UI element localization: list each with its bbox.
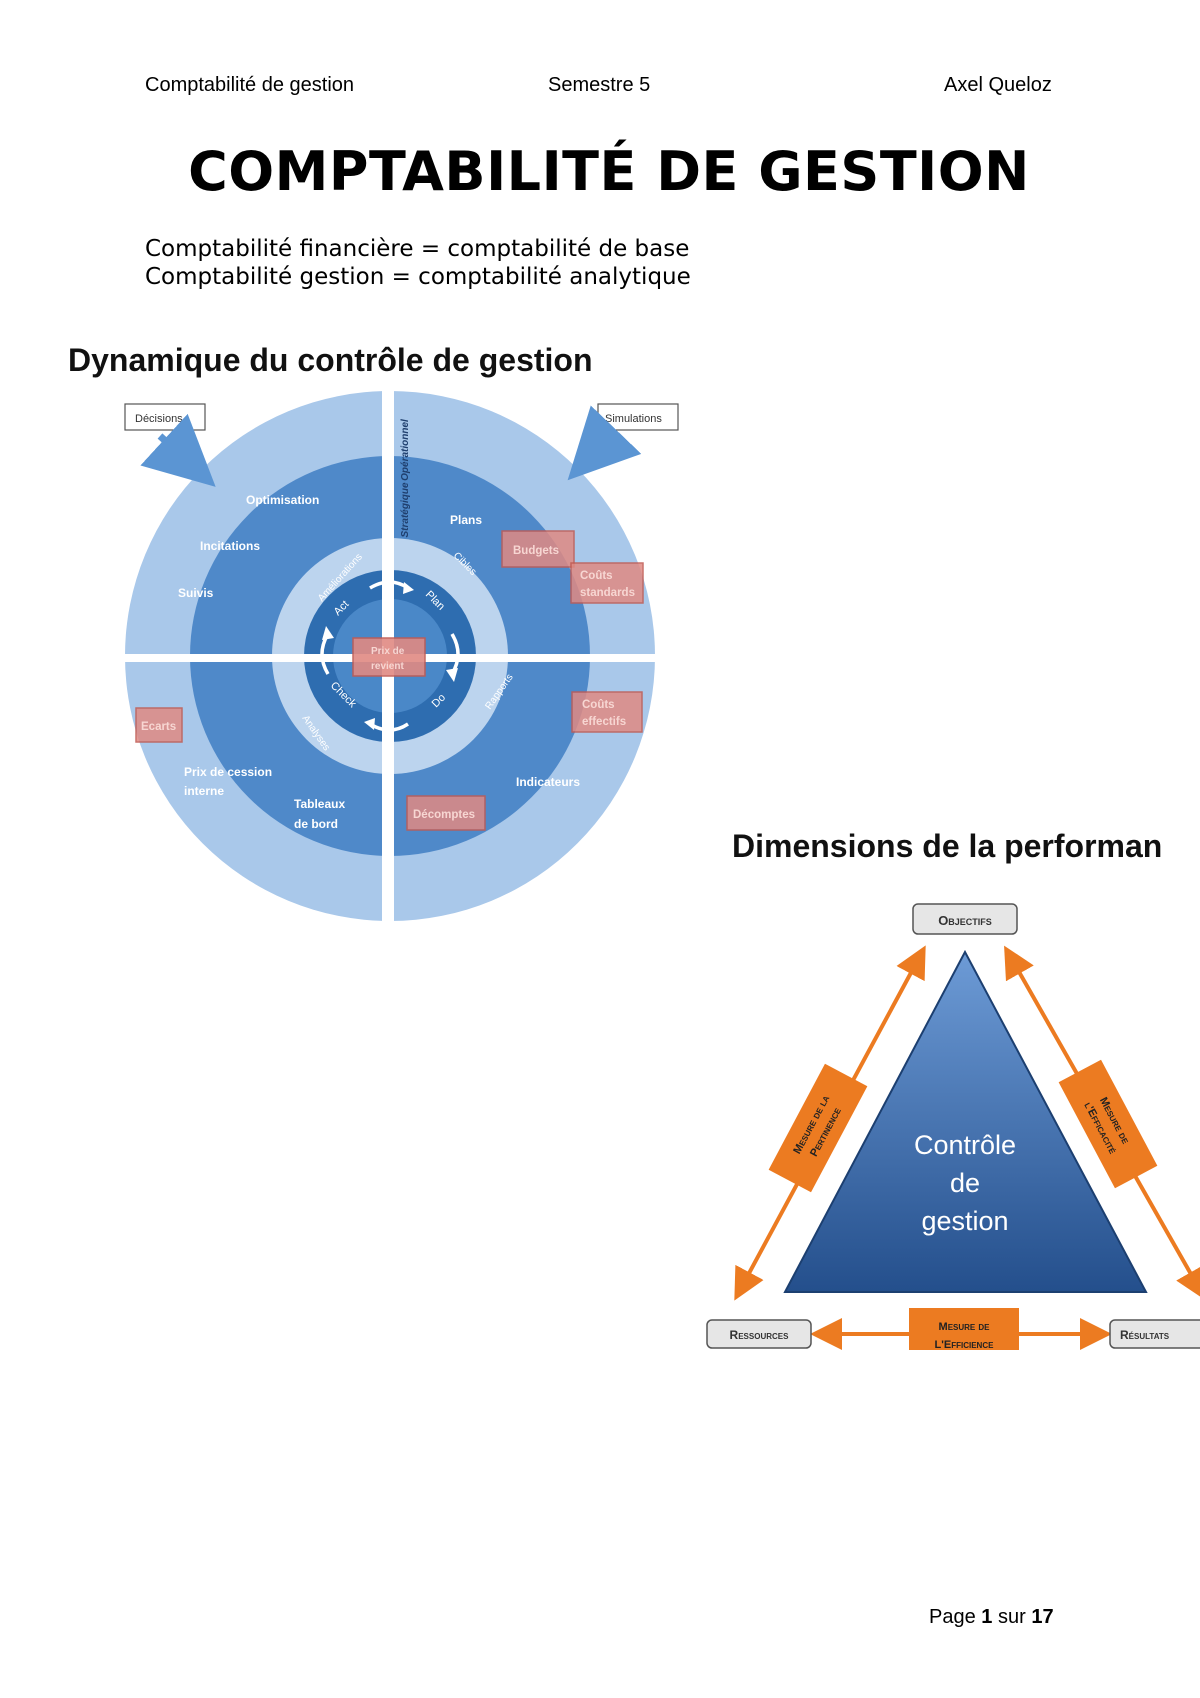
label-suivis: Suivis (178, 586, 214, 600)
label-tableaux-2: de bord (294, 817, 338, 831)
performance-triangle-diagram: Objectifs Contrôle de gestion Mesure de … (706, 903, 1200, 1350)
footer-page-number: 1 (981, 1606, 993, 1628)
ressources-node (706, 1319, 812, 1349)
header-semester: Semestre 5 (548, 74, 651, 96)
triangle-text-3: gestion (921, 1206, 1008, 1236)
footer-prefix: Page (929, 1606, 976, 1628)
header-course: Comptabilité de gestion (145, 74, 355, 96)
page-footer: Page 1 sur 17 (929, 1606, 1054, 1629)
resultats-node (1109, 1319, 1200, 1349)
prix-revient-box (352, 637, 426, 677)
header-author: Axel Queloz (944, 74, 1052, 96)
triangle-text-2: de (950, 1168, 980, 1198)
efficience-box (909, 1308, 1019, 1350)
couts-standards-label-2: standards (580, 587, 635, 599)
label-optimisation: Optimisation (246, 493, 319, 507)
axis-strategique: Stratégique (400, 482, 411, 537)
prix-revient-label-1: Prix de (371, 646, 405, 657)
budgets-label: Budgets (513, 545, 559, 557)
decomptes-label: Décomptes (413, 809, 475, 821)
efficience-label-2: L'Efficience (935, 1339, 995, 1350)
couts-standards-label-1: Coûts (580, 570, 613, 582)
couts-effectifs-label-1: Coûts (582, 699, 615, 711)
label-incitations: Incitations (200, 539, 260, 553)
couts-effectifs-box (571, 691, 643, 733)
prix-revient-label-2: revient (371, 661, 404, 672)
definition-line-2: Comptabilité gestion = comptabilité anal… (145, 264, 691, 290)
objectifs-label: Objectifs (938, 913, 992, 928)
figure2-title: Dimensions de la performan (732, 828, 1163, 864)
label-plans: Plans (450, 513, 482, 527)
pertinence-box (768, 1063, 868, 1193)
page-title: COMPTABILITÉ DE GESTION (188, 140, 1030, 203)
resultats-label: Résultats (1120, 1328, 1170, 1342)
objectifs-node (912, 903, 1018, 935)
ecarts-label: Ecarts (141, 721, 176, 733)
figure1-title: Dynamique du contrôle de gestion (68, 342, 593, 378)
decomptes-box (406, 795, 486, 831)
couts-effectifs-label-2: effectifs (582, 716, 626, 728)
label-prix-cession-1: Prix de cession (184, 765, 272, 779)
ecarts-box (135, 707, 183, 743)
triangle-text-1: Contrôle (914, 1130, 1016, 1160)
efficience-label-1: Mesure de (939, 1321, 991, 1333)
ressources-label: Ressources (730, 1328, 790, 1342)
footer-page-total: 17 (1031, 1606, 1054, 1628)
axis-operationnel: Opérationnel (400, 419, 411, 481)
footer-sep: sur (997, 1606, 1026, 1628)
simulations-label: Simulations (605, 413, 662, 425)
couts-standards-box (570, 562, 644, 604)
label-tableaux-1: Tableaux (294, 797, 345, 811)
control-cycle-diagram: Décisions Simulations Opérationnel Strat… (115, 390, 680, 930)
efficacite-box (1058, 1059, 1158, 1189)
label-indicateurs: Indicateurs (516, 775, 580, 789)
definition-line-1: Comptabilité financière = comptabilité d… (145, 236, 690, 262)
budgets-box (501, 530, 575, 568)
decisions-label: Décisions (135, 413, 183, 425)
label-prix-cession-2: interne (184, 784, 224, 798)
